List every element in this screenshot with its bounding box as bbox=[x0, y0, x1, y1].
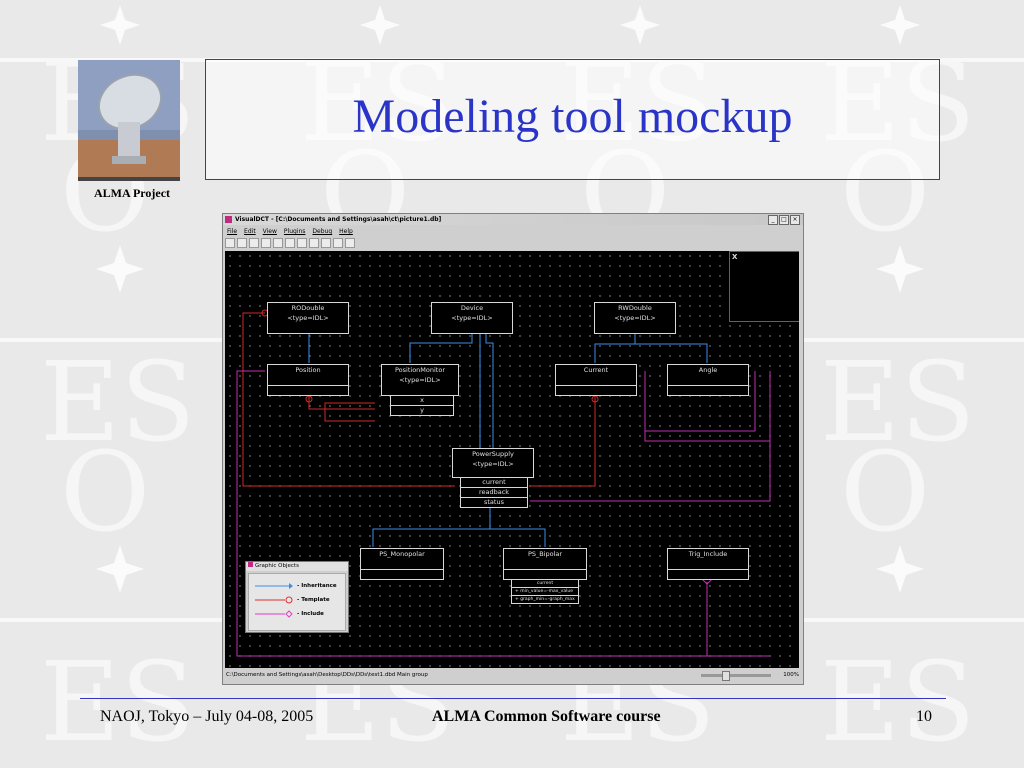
slide-number: 10 bbox=[916, 708, 932, 725]
class-name: PositionMonitor bbox=[394, 366, 446, 374]
menu-bar: File Edit View Plugins Debug Help bbox=[223, 226, 807, 237]
attribute: status bbox=[484, 498, 504, 506]
maximize-icon[interactable]: □ bbox=[779, 215, 789, 225]
class-name: Device bbox=[460, 304, 484, 312]
menu-plugins[interactable]: Plugins bbox=[283, 228, 306, 235]
positionmonitor-attributes: x y bbox=[390, 395, 454, 416]
legend-template: - Template bbox=[297, 597, 330, 603]
class-rwdouble[interactable]: RWDouble <type=IDL> bbox=[594, 302, 676, 334]
class-stereotype: <type=IDL> bbox=[472, 460, 514, 468]
class-stereotype: <type=IDL> bbox=[614, 314, 656, 322]
footer-rule bbox=[80, 698, 946, 699]
slide-title: Modeling tool mockup bbox=[352, 90, 793, 143]
attribute: + min_value=-max_value bbox=[512, 588, 578, 596]
zoom-slider-track[interactable] bbox=[701, 674, 771, 677]
menu-file[interactable]: File bbox=[227, 228, 238, 235]
legend-symbols bbox=[255, 583, 293, 618]
minimap-close-icon[interactable]: X bbox=[732, 253, 738, 261]
class-ps-monopolar[interactable]: PS_Monopolar bbox=[360, 548, 444, 580]
class-name: Angle bbox=[698, 366, 718, 374]
title-frame: Modeling tool mockup bbox=[205, 59, 940, 180]
save-icon[interactable] bbox=[237, 238, 247, 248]
dialog-titlebar: Graphic Objects bbox=[246, 562, 348, 571]
undo-icon[interactable] bbox=[261, 238, 271, 248]
scissors-icon[interactable] bbox=[285, 238, 295, 248]
status-bar: C:\Documents and Settings\asah\Desktop\D… bbox=[223, 669, 803, 682]
close-icon[interactable]: × bbox=[790, 215, 800, 225]
class-stereotype: <type=IDL> bbox=[399, 376, 441, 384]
svg-text:ES: ES bbox=[40, 338, 196, 466]
line-icon[interactable] bbox=[321, 238, 331, 248]
menu-edit[interactable]: Edit bbox=[244, 228, 256, 235]
attribute: current bbox=[512, 580, 578, 588]
toolbar bbox=[225, 238, 355, 249]
paste-icon[interactable] bbox=[309, 238, 319, 248]
footer-left: NAOJ, Tokyo – July 04-08, 2005 bbox=[100, 708, 314, 725]
class-ps-bipolar[interactable]: PS_Bipolar bbox=[503, 548, 587, 580]
minimap[interactable]: X bbox=[729, 251, 799, 322]
logo-caption: ALMA Project bbox=[93, 186, 171, 200]
status-text: C:\Documents and Settings\asah\Desktop\D… bbox=[226, 672, 428, 678]
legend-include: - Include bbox=[297, 611, 324, 617]
class-name: PS_Monopolar bbox=[379, 550, 425, 558]
footer-center: ALMA Common Software course bbox=[432, 708, 661, 725]
class-name: Current bbox=[583, 366, 609, 374]
graphic-objects-dialog[interactable]: Graphic Objects - Inheritance - Template… bbox=[245, 561, 349, 633]
class-name: Trig_Include bbox=[688, 550, 728, 558]
attribute: + graph_min=-graph_max bbox=[515, 597, 575, 602]
dialog-icon bbox=[248, 562, 253, 567]
legend-inheritance: - Inheritance bbox=[297, 583, 337, 589]
class-rodouble[interactable]: RODouble <type=IDL> bbox=[267, 302, 349, 334]
class-angle[interactable]: Angle bbox=[667, 364, 749, 396]
connector-lines bbox=[236, 309, 771, 657]
class-current[interactable]: Current bbox=[555, 364, 637, 396]
attribute: y bbox=[420, 406, 424, 414]
svg-text:ES: ES bbox=[40, 638, 196, 766]
zoom-level: 100% bbox=[783, 672, 799, 678]
window-titlebar: VisualDCT - [C:\Documents and Settings\a… bbox=[223, 214, 803, 225]
app-icon bbox=[225, 216, 232, 223]
attribute: current bbox=[461, 478, 527, 488]
redo-icon[interactable] bbox=[273, 238, 283, 248]
minimize-icon[interactable]: _ bbox=[768, 215, 778, 225]
class-name: RODouble bbox=[291, 304, 325, 312]
class-trig-include[interactable]: Trig_Include bbox=[667, 548, 749, 580]
cut-icon[interactable] bbox=[249, 238, 259, 248]
copy-icon[interactable] bbox=[297, 238, 307, 248]
visualdct-window: VisualDCT - [C:\Documents and Settings\a… bbox=[222, 213, 804, 685]
diagram-canvas[interactable]: X RODouble <type=IDL> Device <type=IDL> … bbox=[225, 251, 799, 668]
svg-text:O: O bbox=[840, 428, 930, 556]
svg-text:O: O bbox=[60, 428, 150, 556]
zoom-slider-thumb[interactable] bbox=[722, 671, 730, 681]
alma-antenna-logo bbox=[78, 60, 180, 181]
attribute: readback bbox=[461, 488, 527, 498]
legend-body: - Inheritance - Template - Include bbox=[248, 573, 346, 631]
menu-help[interactable]: Help bbox=[339, 228, 353, 235]
class-position[interactable]: Position bbox=[267, 364, 349, 396]
class-name: RWDouble bbox=[618, 304, 652, 312]
attribute: x bbox=[391, 396, 453, 406]
class-stereotype: <type=IDL> bbox=[287, 314, 329, 322]
class-name: PS_Bipolar bbox=[527, 550, 563, 558]
class-positionmonitor[interactable]: PositionMonitor <type=IDL> bbox=[381, 364, 459, 396]
svg-text:ES: ES bbox=[820, 638, 976, 766]
open-icon[interactable] bbox=[225, 238, 235, 248]
dialog-title: Graphic Objects bbox=[255, 563, 299, 569]
box-icon[interactable] bbox=[333, 238, 343, 248]
menu-view[interactable]: View bbox=[262, 228, 277, 235]
class-stereotype: <type=IDL> bbox=[451, 314, 493, 322]
class-device[interactable]: Device <type=IDL> bbox=[431, 302, 513, 334]
window-title: VisualDCT - [C:\Documents and Settings\a… bbox=[235, 216, 442, 223]
class-name: PowerSupply bbox=[472, 450, 514, 458]
powersupply-attributes: current readback status bbox=[460, 477, 528, 508]
menu-debug[interactable]: Debug bbox=[312, 228, 333, 235]
svg-text:ES: ES bbox=[820, 338, 976, 466]
class-name: Position bbox=[295, 366, 321, 374]
ps-bipolar-attributes: current + min_value=-max_value + graph_m… bbox=[511, 579, 579, 604]
text-icon[interactable] bbox=[345, 238, 355, 248]
class-powersupply[interactable]: PowerSupply <type=IDL> bbox=[452, 448, 534, 478]
